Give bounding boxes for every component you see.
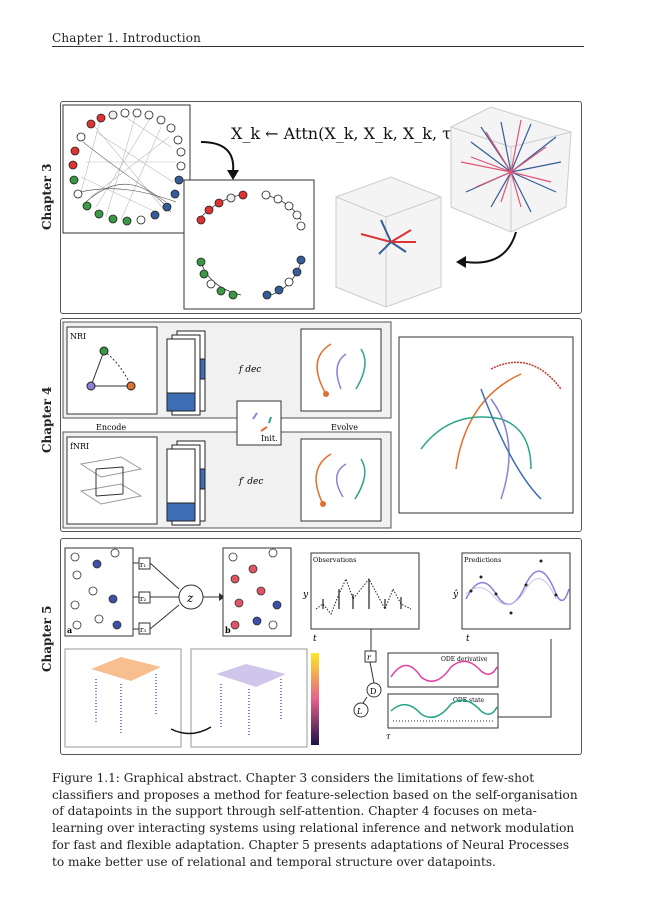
- small-vectors: [360, 219, 416, 255]
- figure-caption: Figure 1.1: Graphical abstract. Chapter …: [52, 771, 578, 869]
- observations-plot: [310, 552, 420, 630]
- nri-trajectories: [300, 328, 382, 412]
- header-rule: [52, 46, 584, 47]
- fdec-label: f dec: [238, 365, 261, 375]
- fnri-graph-box: [66, 436, 158, 525]
- l-label: L: [356, 707, 362, 716]
- fnri-trajectories: [300, 438, 382, 522]
- evolve-label: Evolve: [331, 423, 358, 432]
- cube-arrow: [465, 231, 517, 264]
- colorbar: [311, 653, 319, 745]
- obs-t-label: t: [313, 634, 317, 644]
- nri-encoder-stack: [166, 330, 206, 416]
- init-label: Init.: [261, 434, 278, 443]
- r2-label: r₂: [140, 595, 146, 603]
- pred-yhat-label: ŷ: [452, 589, 459, 600]
- chapter-5-label: Chapter 5: [40, 605, 54, 672]
- fdec-prime-label: f′ dec: [238, 477, 263, 487]
- z-label: z: [186, 591, 194, 605]
- encode-label: Encode: [96, 423, 126, 432]
- obs-y-label: y: [302, 590, 309, 600]
- chapter-3-panel: X_k ← Attn(X_k, X_k, X_k, τ): [60, 101, 582, 314]
- r-label: r: [367, 653, 372, 662]
- d-label: D: [370, 687, 376, 696]
- trajectory-plot: [398, 336, 574, 514]
- init-box: [236, 400, 282, 446]
- l-node: [353, 702, 369, 718]
- r1-label: r₁: [140, 561, 146, 569]
- running-head: Chapter 1. Introduction: [52, 31, 202, 45]
- ode-derivative-label: ODE derivative: [441, 656, 488, 663]
- r3-label: r₃: [140, 626, 146, 634]
- chapter-4-figure: NRI f dec Encode Evolve Init. fNRI: [62, 321, 574, 529]
- ring-nodes: [68, 108, 186, 226]
- chapter-3-label: Chapter 3: [40, 163, 54, 230]
- attn-equation: X_k ← Attn(X_k, X_k, X_k, τ): [231, 124, 457, 143]
- attn-arrow: [200, 141, 235, 173]
- ring-graph: [80, 113, 177, 221]
- pred-t-label: t: [466, 634, 470, 644]
- clusters: [196, 190, 306, 300]
- fnri-label: fNRI: [70, 442, 89, 451]
- chapter-4-panel: NRI f dec Encode Evolve Init. fNRI: [60, 318, 582, 532]
- chapter-5-figure: a r₁ r₂ r₃ z b Observations y t: [64, 547, 571, 748]
- nri-label: NRI: [70, 332, 86, 341]
- observations-title: Observations: [313, 556, 356, 564]
- chapter-4-label: Chapter 4: [40, 386, 54, 453]
- graph-b-label: b: [225, 625, 231, 635]
- chapter-5-panel: a r₁ r₂ r₃ z b Observations y t: [60, 538, 582, 755]
- graph-a-label: a: [67, 625, 72, 635]
- predictions-plot: [461, 552, 571, 630]
- nri-graph-box: [66, 326, 158, 415]
- chapter-3-figure: X_k ← Attn(X_k, X_k, X_k, τ): [62, 104, 572, 310]
- fnri-encoder-stack: [166, 440, 206, 526]
- clustered-graph-box: [183, 179, 315, 310]
- ode-state-plot: [387, 693, 499, 729]
- tau-label: τ: [386, 732, 391, 741]
- predictions-title: Predictions: [464, 556, 501, 564]
- ode-state-label: ODE state: [453, 697, 484, 704]
- large-vectors: [460, 119, 562, 213]
